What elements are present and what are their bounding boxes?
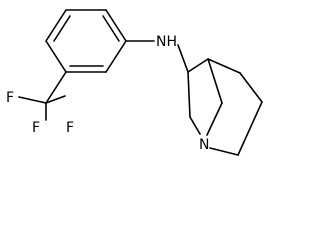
- bond: [187, 58, 209, 73]
- bond: [105, 9, 127, 42]
- bond: [239, 72, 263, 103]
- double-bond-inner: [102, 15, 120, 42]
- bond-nh-c3: [177, 44, 189, 73]
- double-bond-inner: [53, 15, 71, 42]
- trifluoromethyl-group: [18, 95, 66, 121]
- quinuclidine-cage: [187, 58, 263, 156]
- bond: [189, 116, 201, 135]
- bond-aryl-cf3: [45, 71, 67, 104]
- bond: [45, 9, 67, 42]
- fluorine-top-label: F: [6, 90, 14, 106]
- bond-c-f: [45, 95, 66, 104]
- chemical-structure-diagram: NH N F F F: [6, 9, 263, 156]
- bond-c-f: [18, 96, 47, 104]
- benzene-ring: [45, 9, 127, 73]
- bond: [45, 40, 67, 73]
- bond: [206, 102, 223, 136]
- amine-nh-label: NH: [156, 34, 177, 50]
- bond: [105, 40, 127, 73]
- bond: [209, 147, 239, 156]
- ring-n-label: N: [199, 137, 209, 153]
- bond: [237, 101, 263, 156]
- bond: [207, 58, 241, 74]
- fluorine-left-label: F: [32, 120, 40, 136]
- bond: [207, 58, 223, 104]
- bond: [187, 71, 191, 118]
- fluorine-bottom-label: F: [66, 120, 74, 136]
